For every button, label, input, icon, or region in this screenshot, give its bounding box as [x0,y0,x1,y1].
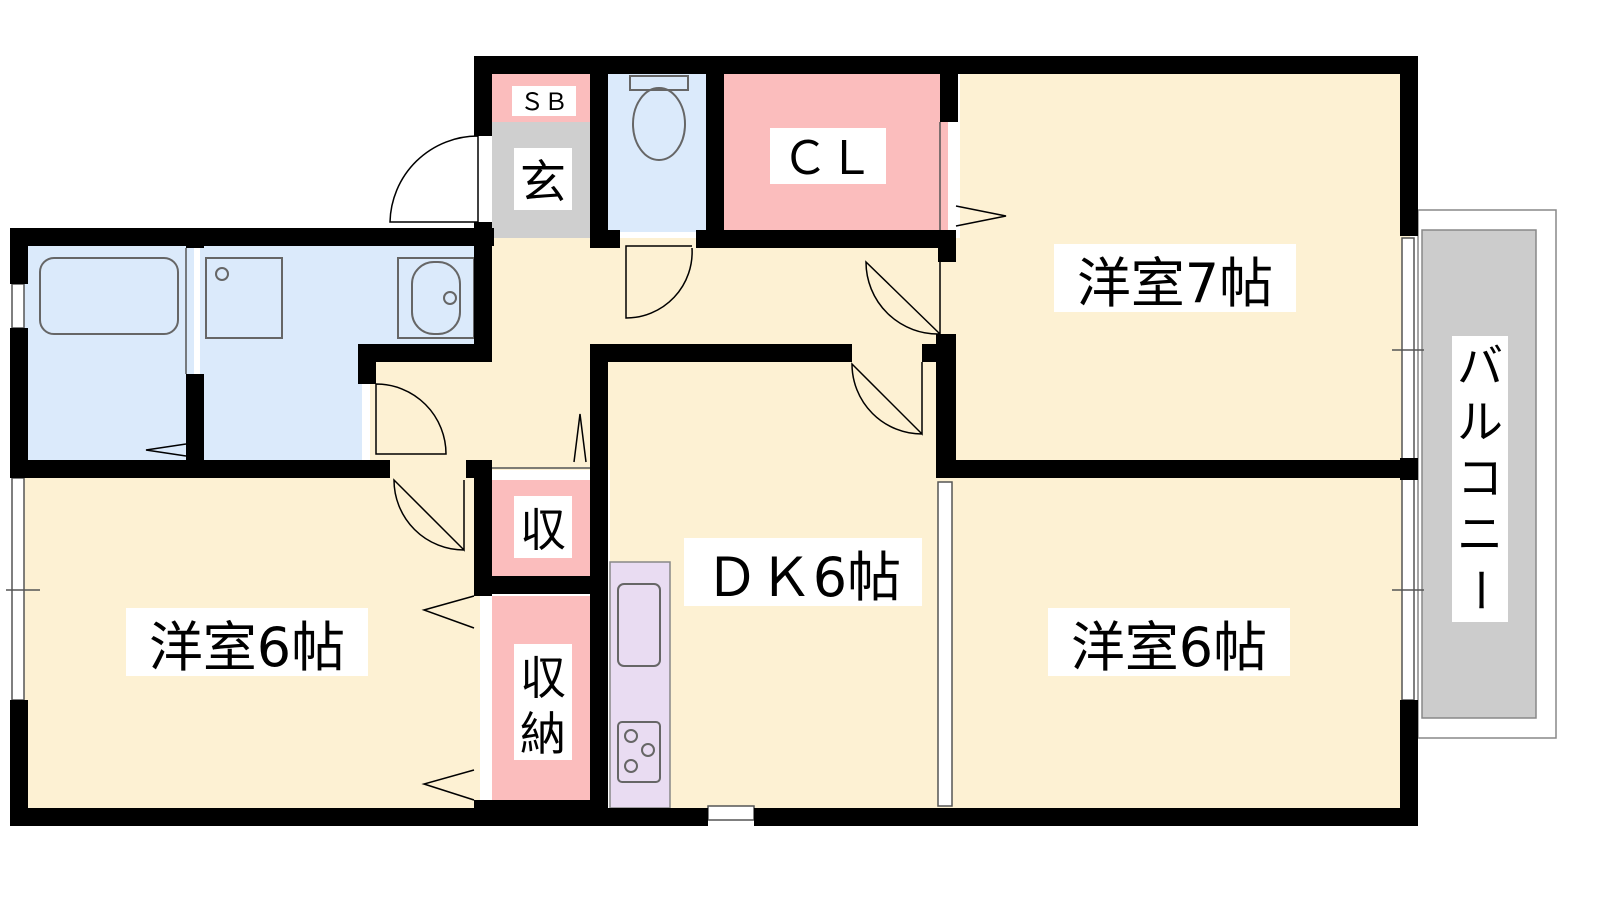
hall-sliding-icon [573,413,587,463]
wall-left-low [10,700,28,826]
window-left-icon [11,477,25,701]
label-balcony-1: バ [1457,339,1503,393]
west7-sliding-icon [955,205,1007,227]
faucet-icon [443,291,457,305]
doors [145,135,1007,801]
wall-storage-low [474,800,608,812]
washbasin-icon [411,261,461,335]
washroom-door-icon [375,383,447,455]
west6-left-door-icon [393,478,465,552]
hallway-floor [490,238,960,362]
label-storage-tall-2: 納 [520,707,566,761]
toilet-door-icon [625,245,693,319]
wall-dk-top-right [922,344,956,362]
wall-entry-left [474,56,492,136]
label-balcony-5: ー [1453,567,1507,613]
wall-wash-step [358,344,492,362]
window-kitchen-icon [707,805,755,821]
storage-door-1-icon [421,595,475,629]
toilet-tank-icon [629,75,689,91]
label-balcony-2: ル [1457,395,1503,449]
label-west-room-6-right: 洋室6帖 [1071,616,1267,679]
label-balcony-3: コ [1457,451,1503,505]
washroom-upper-floor [362,240,480,350]
wall-storage-left [474,460,492,596]
label-closet: ＣＬ [782,131,874,185]
washing-machine-pan-icon [205,257,283,339]
wall-west7-left-low [936,334,956,474]
wall-west7-left-mid [938,230,956,262]
toilet-floor [606,70,706,232]
label-sb: ＳＢ [520,88,568,116]
wall-bottom-right [754,808,1418,826]
partition-dk-icon [937,481,953,807]
wall-wash-step-v [358,344,376,384]
window-bath-icon [11,283,25,329]
wall-toilet-right [706,56,724,248]
wall-mid-left [10,460,390,478]
burner-3-icon [624,759,638,773]
walls [10,56,1418,826]
burner-2-icon [641,743,655,757]
wall-bath-right [186,228,204,248]
sink-icon [617,583,661,667]
wall-cl-bottom [696,230,954,248]
wall-toilet-bottom [590,230,620,248]
window-west6-icon [1401,477,1415,701]
wall-sb-right [590,56,608,248]
burner-1-icon [624,729,638,743]
label-dk: ＤＫ6帖 [705,546,901,609]
dk-door-icon [851,362,923,436]
wall-top-left [10,228,494,246]
fixtures [39,75,689,783]
bathroom-floor [24,240,194,465]
front-door-icon [389,135,479,223]
storage-door-2-icon [421,769,475,801]
wall-right [1400,56,1418,236]
label-storage-tall-1: 収 [520,651,566,705]
label-west-room-7: 洋室7帖 [1077,252,1273,315]
wall-bath-lower [186,374,204,474]
wall-storage-mid [474,576,608,594]
toilet-bowl-icon [632,87,686,161]
wall-left-mid [10,328,28,478]
label-balcony-4: ニ [1457,507,1503,561]
stove-icon [617,721,661,783]
label-storage-small: 収 [520,503,566,557]
wall-west-mid [936,460,1418,478]
window-west7-icon [1401,237,1415,465]
wall-dk-top [590,344,852,362]
wall-bottom [10,808,708,826]
wall-right-low [1400,700,1418,826]
bath-door-icon [145,443,187,457]
wall-entry-left-low [474,222,492,362]
wall-storage-top [466,460,492,478]
label-west-room-6-left: 洋室6帖 [149,616,345,679]
wall-left-upper [10,228,28,284]
drain-icon [215,267,229,281]
hallway-lower-floor [370,355,610,470]
windows [11,237,1415,821]
west7-door-icon [865,260,941,336]
labels: ＳＢ 玄 ＣＬ 洋室7帖 洋室6帖 洋室6帖 ＤＫ6帖 収 収 納 バ ル コ … [126,86,1508,761]
thin-lines [6,122,1424,591]
label-genkan: 玄 [520,155,566,209]
wall-cl-right [940,56,958,122]
bathtub-icon [39,257,179,335]
